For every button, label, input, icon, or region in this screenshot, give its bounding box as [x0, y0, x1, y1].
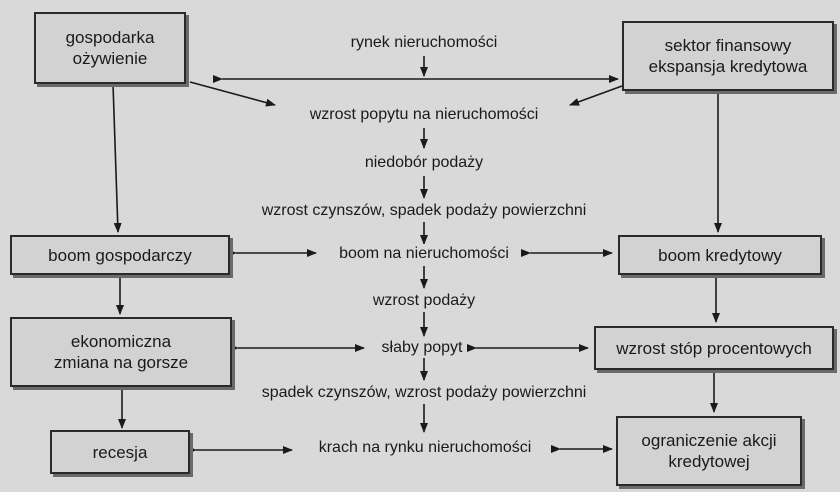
box-boom-gospodarczy-text: boom gospodarczy	[48, 245, 192, 265]
arrow-gospodarka-to-boom	[112, 83, 122, 233]
box-wzrost-stop-text: wzrost stóp procentowych	[616, 338, 812, 358]
box-wzrost-stop: wzrost stóp procentowych	[594, 326, 834, 370]
label-niedobor-podazy: niedobór podaży	[362, 153, 486, 173]
box-boom-gospodarczy: boom gospodarczy	[10, 235, 230, 275]
box-gospodarka-ozywienie: gospodarka ożywienie	[34, 12, 186, 84]
box-recesja: recesja	[50, 430, 190, 474]
box-sektor-finansowy: sektor finansowy ekspansja kredytowa	[622, 21, 834, 91]
label-wzrost-czynszow: wzrost czynszów, spadek podaży powierzch…	[259, 201, 589, 221]
box-ekonomiczna-zmiana: ekonomiczna zmiana na gorsze	[10, 317, 232, 387]
label-wzrost-popytu: wzrost popytu na nieruchomości	[307, 105, 541, 125]
box-boom-kredytowy-text: boom kredytowy	[658, 245, 782, 265]
label-krach: krach na rynku nieruchomości	[316, 438, 534, 458]
label-rynek-nieruchomosci: rynek nieruchomości	[348, 33, 500, 53]
label-spadek-czynszow: spadek czynszów, wzrost podaży powierzch…	[259, 383, 589, 403]
box-ekonomiczna-zmiana-text: ekonomiczna zmiana na gorsze	[53, 332, 189, 372]
box-boom-kredytowy: boom kredytowy	[618, 235, 822, 275]
arrow-sektor-to-popyt	[569, 85, 623, 106]
box-recesja-text: recesja	[92, 442, 148, 462]
box-ograniczenie-akcji: ograniczenie akcji kredytowej	[616, 416, 802, 486]
label-slaby-popyt: słaby popyt	[379, 338, 465, 358]
box-gospodarka-ozywienie-text: gospodarka ożywienie	[65, 28, 155, 68]
box-sektor-finansowy-text: sektor finansowy ekspansja kredytowa	[648, 36, 808, 76]
label-boom-na-nieruchomosci: boom na nieruchomości	[337, 244, 511, 264]
label-wzrost-podazy: wzrost podaży	[370, 291, 478, 311]
arrow-gospodarka-to-popyt	[189, 81, 276, 107]
box-ograniczenie-akcji-text: ograniczenie akcji kredytowej	[641, 431, 777, 471]
